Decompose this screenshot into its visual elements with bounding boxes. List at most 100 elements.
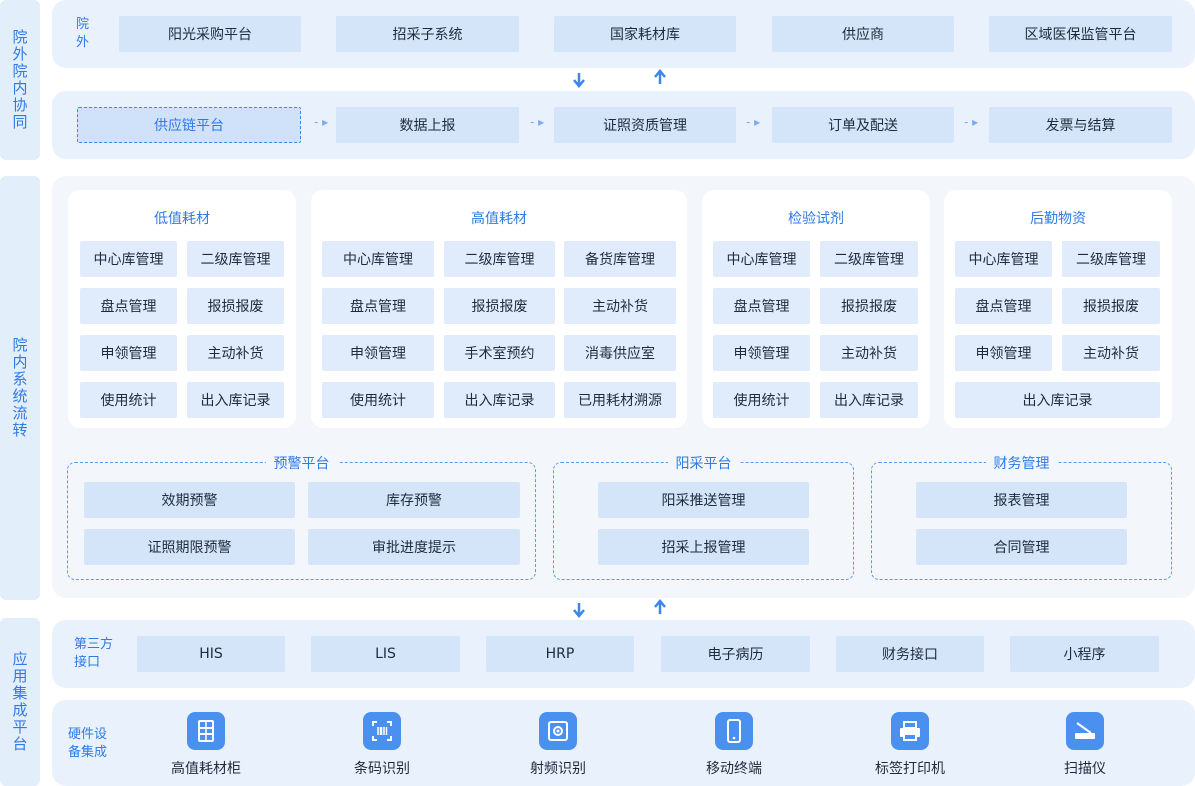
card-cell[interactable]: 申领管理 (80, 335, 177, 371)
card-cell[interactable]: 中心库管理 (955, 241, 1052, 277)
card-cell[interactable]: 盘点管理 (955, 288, 1052, 324)
card-cell[interactable]: 备货库管理 (564, 241, 676, 277)
section-label-integration-text: 应用集成平台 (10, 651, 29, 753)
card-cell[interactable]: 已用耗材溯源 (564, 382, 676, 418)
card-cell[interactable]: 报损报废 (1062, 288, 1160, 324)
section-label-external-text: 院外院内协同 (10, 29, 29, 131)
arrow-down-icon (573, 603, 585, 618)
platform-cell[interactable]: 库存预警 (308, 482, 520, 518)
hardware-label: 射频识别 (530, 761, 586, 777)
interface-his[interactable]: HIS (137, 636, 285, 672)
card-cell[interactable]: 出入库记录 (820, 382, 918, 418)
flow-arrow-icon: - ▸ (314, 115, 329, 129)
hardware-panel: 硬件设备集成 高值耗材柜 条码识别 射频识别 移动终端 标签打印机 扫 (52, 700, 1195, 786)
hardware-item-scanner[interactable]: 扫描仪 (1030, 712, 1140, 778)
flow-arrow-icon: - ▸ (964, 115, 979, 129)
printer-icon (891, 712, 929, 750)
card-cell[interactable]: 手术室预约 (444, 335, 555, 371)
interface-miniapp[interactable]: 小程序 (1010, 636, 1159, 672)
platform-cell[interactable]: 效期预警 (84, 482, 295, 518)
card-cell[interactable]: 申领管理 (955, 335, 1052, 371)
scanner-icon (1066, 712, 1104, 750)
outside-item-5[interactable]: 区域医保监管平台 (989, 16, 1172, 52)
card-cell[interactable]: 二级库管理 (444, 241, 555, 277)
internal-panel: 低值耗材 中心库管理 二级库管理 盘点管理 报损报废 申领管理 主动补货 使用统… (52, 176, 1195, 598)
interface-emr[interactable]: 电子病历 (661, 636, 810, 672)
card-title: 后勤物资 (1030, 211, 1086, 227)
platform-warning: 预警平台 效期预警 库存预警 证照期限预警 审批进度提示 (67, 456, 536, 580)
card-cell[interactable]: 申领管理 (713, 335, 810, 371)
platform-cell[interactable]: 证照期限预警 (84, 529, 295, 565)
platform-title: 预警平台 (265, 456, 338, 472)
outside-item-4[interactable]: 供应商 (772, 16, 954, 52)
mobile-icon (715, 712, 753, 750)
card-cell[interactable]: 申领管理 (322, 335, 434, 371)
card-cell[interactable]: 报损报废 (444, 288, 555, 324)
section-label-integration: 应用集成平台 (0, 618, 40, 786)
card-cell[interactable]: 中心库管理 (322, 241, 434, 277)
card-cell[interactable]: 主动补货 (564, 288, 676, 324)
platform-cell[interactable]: 阳采推送管理 (598, 482, 809, 518)
section-label-internal-text: 院内系统流转 (10, 337, 29, 439)
card-cell[interactable]: 二级库管理 (1062, 241, 1160, 277)
card-cell[interactable]: 二级库管理 (187, 241, 284, 277)
interface-lis[interactable]: LIS (311, 636, 460, 672)
platform-cell[interactable]: 报表管理 (916, 482, 1127, 518)
arrow-up-icon (654, 69, 666, 84)
outside-item-1[interactable]: 阳光采购平台 (119, 16, 301, 52)
card-cell[interactable]: 出入库记录 (444, 382, 555, 418)
flow-item-1[interactable]: 供应链平台 (77, 107, 301, 143)
platform-cell[interactable]: 审批进度提示 (308, 529, 520, 565)
outside-item-2[interactable]: 招采子系统 (336, 16, 519, 52)
card-cell[interactable]: 主动补货 (820, 335, 918, 371)
card-cell[interactable]: 消毒供应室 (564, 335, 676, 371)
card-low-value: 低值耗材 中心库管理 二级库管理 盘点管理 报损报废 申领管理 主动补货 使用统… (68, 190, 296, 428)
interface-finance[interactable]: 财务接口 (836, 636, 984, 672)
outside-panel: 院外 阳光采购平台 招采子系统 国家耗材库 供应商 区域医保监管平台 (52, 0, 1195, 68)
card-cell[interactable]: 主动补货 (187, 335, 284, 371)
card-cell[interactable]: 盘点管理 (322, 288, 434, 324)
card-cell[interactable]: 报损报废 (187, 288, 284, 324)
card-cell[interactable]: 盘点管理 (80, 288, 177, 324)
platform-title: 财务管理 (985, 456, 1058, 472)
card-high-value: 高值耗材 中心库管理 二级库管理 备货库管理 盘点管理 报损报废 主动补货 申领… (311, 190, 687, 428)
card-cell[interactable]: 使用统计 (713, 382, 810, 418)
hardware-item-barcode[interactable]: 条码识别 (327, 712, 437, 778)
flow-item-5[interactable]: 发票与结算 (989, 107, 1172, 143)
platform-cell[interactable]: 合同管理 (916, 529, 1127, 565)
card-cell[interactable]: 盘点管理 (713, 288, 810, 324)
flow-arrow-icon: - ▸ (530, 115, 545, 129)
interface-hrp[interactable]: HRP (486, 636, 634, 672)
flow-panel: 供应链平台 - ▸ 数据上报 - ▸ 证照资质管理 - ▸ 订单及配送 - ▸ … (52, 91, 1195, 159)
flow-item-2[interactable]: 数据上报 (336, 107, 519, 143)
card-cell[interactable]: 中心库管理 (713, 241, 810, 277)
hardware-item-mobile[interactable]: 移动终端 (679, 712, 789, 778)
flow-item-3[interactable]: 证照资质管理 (554, 107, 736, 143)
card-title: 低值耗材 (154, 211, 210, 227)
card-title: 高值耗材 (471, 211, 527, 227)
barcode-icon (363, 712, 401, 750)
flow-item-4[interactable]: 订单及配送 (772, 107, 954, 143)
card-cell[interactable]: 使用统计 (322, 382, 434, 418)
card-cell[interactable]: 使用统计 (80, 382, 177, 418)
hardware-label: 移动终端 (706, 761, 762, 777)
card-cell[interactable]: 主动补货 (1062, 335, 1160, 371)
hardware-item-printer[interactable]: 标签打印机 (855, 712, 965, 778)
card-cell[interactable]: 出入库记录 (955, 382, 1160, 418)
hardware-label: 标签打印机 (875, 761, 945, 777)
section-label-internal: 院内系统流转 (0, 176, 40, 600)
hardware-label: 高值耗材柜 (171, 761, 241, 777)
card-cell[interactable]: 二级库管理 (820, 241, 918, 277)
card-logistics: 后勤物资 中心库管理 二级库管理 盘点管理 报损报废 申领管理 主动补货 出入库… (944, 190, 1172, 428)
card-cell[interactable]: 出入库记录 (187, 382, 284, 418)
platform-cell[interactable]: 招采上报管理 (598, 529, 809, 565)
card-cell[interactable]: 中心库管理 (80, 241, 177, 277)
hardware-item-cabinet[interactable]: 高值耗材柜 (151, 712, 261, 778)
card-cell[interactable]: 报损报废 (820, 288, 918, 324)
outside-item-3[interactable]: 国家耗材库 (554, 16, 736, 52)
platform-sunshine: 阳采平台 阳采推送管理 招采上报管理 (553, 456, 854, 580)
card-reagent: 检验试剂 中心库管理 二级库管理 盘点管理 报损报废 申领管理 主动补货 使用统… (702, 190, 930, 428)
card-title: 检验试剂 (788, 211, 844, 227)
hardware-item-rfid[interactable]: 射频识别 (503, 712, 613, 778)
hardware-label: 条码识别 (354, 761, 410, 777)
